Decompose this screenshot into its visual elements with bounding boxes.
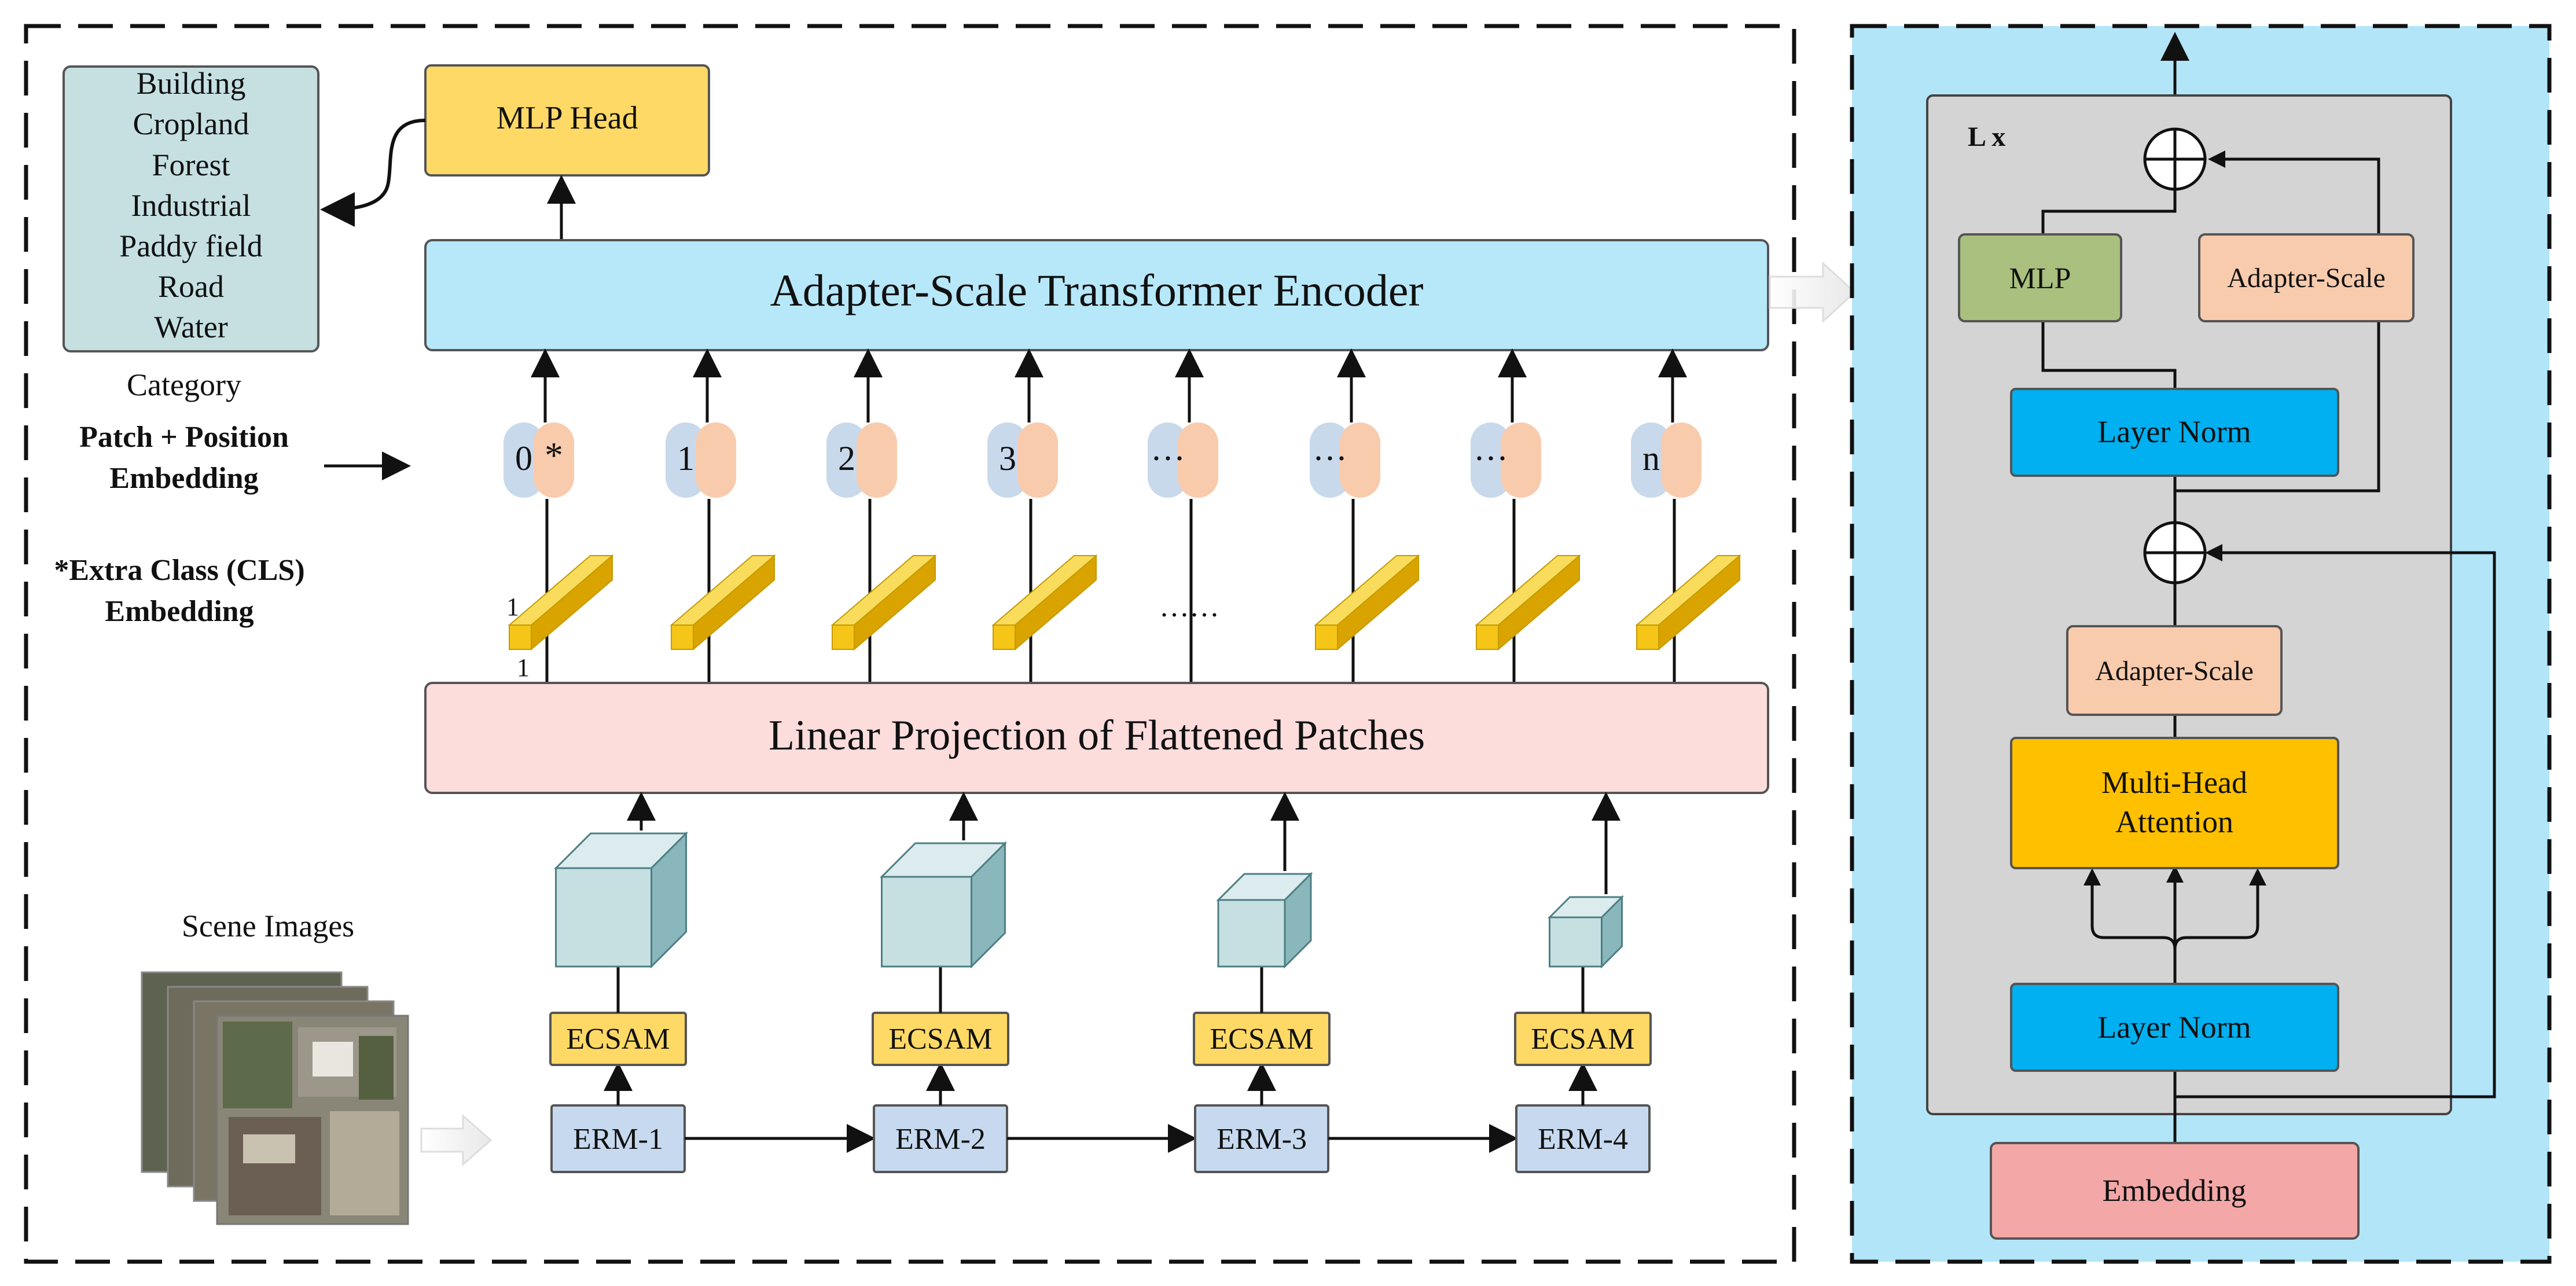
patch-bar-front [1315,624,1338,650]
category-item: Building [136,66,245,101]
mlp-head-label: MLP Head [496,100,638,136]
feature-cube-side [1284,872,1312,969]
adapter-scale-top-box [2198,233,2415,322]
token-label: ··· [1313,439,1347,477]
token-row: 0 * 1 2 3 ··· ··· ··· n [504,348,1741,683]
mlp-box [1958,233,2122,322]
feature-cube-front [555,867,652,968]
ecsam-label: ECSAM [1210,1023,1313,1056]
cls-note-line2: Embedding [105,595,253,628]
repeat-label: L x [1968,122,2005,152]
token-label: 2 [838,439,855,477]
feature-cube-side [1601,895,1623,969]
token-embed-pill [1017,422,1058,498]
layer-norm-bottom-box [2010,983,2339,1072]
left-panel-border [24,24,1796,1264]
category-item: Industrial [131,188,251,223]
adapter-scale-mid-label: Adapter-Scale [2095,656,2254,686]
token-label: ··· [1151,439,1185,477]
embedding-box [1990,1142,2360,1240]
token-embed-pill [1501,422,1541,498]
scene-images-label: Scene Images [182,909,354,943]
residual-add-bottom [2143,521,2207,585]
category-item: Forest [152,148,230,182]
patch-bar-side [1658,554,1740,651]
token-embed-pill [1178,422,1218,498]
ecsam-label: ECSAM [1531,1023,1634,1056]
patch-bar-side [1337,554,1419,651]
mlp-label: MLP [2009,262,2071,295]
scene-image-stack [141,971,409,1225]
erm-label: ERM-2 [895,1123,986,1156]
feature-cube-front [1217,899,1286,968]
patch-bar-front [993,624,1016,650]
feature-cube-front [1549,916,1603,968]
patch-bar-front [671,624,694,650]
patch-bar-front [1636,624,1659,650]
patch-bar-front [509,624,532,650]
patch-bar-side [693,554,775,651]
patch-bar-side [1498,554,1580,651]
token-embed-pill [696,422,736,498]
erm-label: ERM-1 [573,1123,663,1156]
category-box [63,65,319,352]
token-label: ··· [1473,439,1508,477]
token-embed-pill [857,422,897,498]
category-item: Paddy field [119,229,262,263]
linear-projection-box [424,682,1769,794]
token-embed-pill [1340,422,1380,498]
encoder-box [424,239,1769,351]
layer-norm-top-box [2010,388,2339,477]
scene-to-erm-arrow [420,1114,493,1167]
category-item: Cropland [133,106,249,141]
patch-bar-front [1476,624,1499,650]
erm-label: ERM-4 [1538,1123,1628,1156]
layer-norm-bottom-label: Layer Norm [2097,1010,2251,1045]
feature-cube-side [971,841,1006,969]
token-label: n [1642,439,1660,477]
feature-cube-side [651,831,687,969]
embedding-note-line2: Embedding [109,462,258,495]
residual-add-top [2143,127,2207,191]
patch-bar-side [854,554,936,651]
patch-bar-side [531,554,613,651]
category-item: Water [154,310,228,344]
stage-row: ERM-1 ECSAM ERM-2 ECSAM ERM-3 ECSAM ERM-4 ECSAM [549,792,1652,1173]
feature-cube-front [881,876,972,968]
scene-image-front [216,1015,409,1225]
attention-label-line2: Attention [2115,804,2233,839]
ecsam-label: ECSAM [566,1023,670,1056]
attention-label-line1: Multi-Head [2101,765,2247,800]
patch-ellipsis: …… [1159,590,1219,623]
embedding-label: Embedding [2103,1173,2247,1208]
token-label: 0 [515,439,532,477]
category-list: Building Cropland Forest Industrial Padd… [63,65,319,352]
encoder-expand-arrow [1769,261,1857,324]
adapter-scale-top-label: Adapter-Scale [2227,263,2386,293]
erm-label: ERM-3 [1217,1123,1307,1156]
multi-head-attention-box [2010,737,2339,869]
mlp-head-to-category-arrow [320,119,426,227]
category-caption: Category [127,368,241,402]
category-item: Road [158,269,224,304]
patch-bar-front [832,624,855,650]
token-label: 1 [677,439,694,477]
patch-width-label: 1 [517,653,530,682]
adapter-scale-mid-box [2066,625,2283,716]
token-embed-pill [534,422,574,498]
cls-note-line1: *Extra Class (CLS) [54,554,304,587]
patch-bar-side [1015,554,1097,651]
cls-marker: * [545,435,563,476]
linear-projection-label: Linear Projection of Flattened Patches [769,712,1425,759]
patch-height-label: 1 [506,593,519,621]
embedding-note-line1: Patch + Position [79,421,289,454]
token-embed-pill [1661,422,1702,498]
ecsam-label: ECSAM [888,1023,992,1056]
layer-norm-top-label: Layer Norm [2097,414,2251,449]
encoder-label: Adapter-Scale Transformer Encoder [770,265,1423,315]
token-label: 3 [999,439,1016,477]
